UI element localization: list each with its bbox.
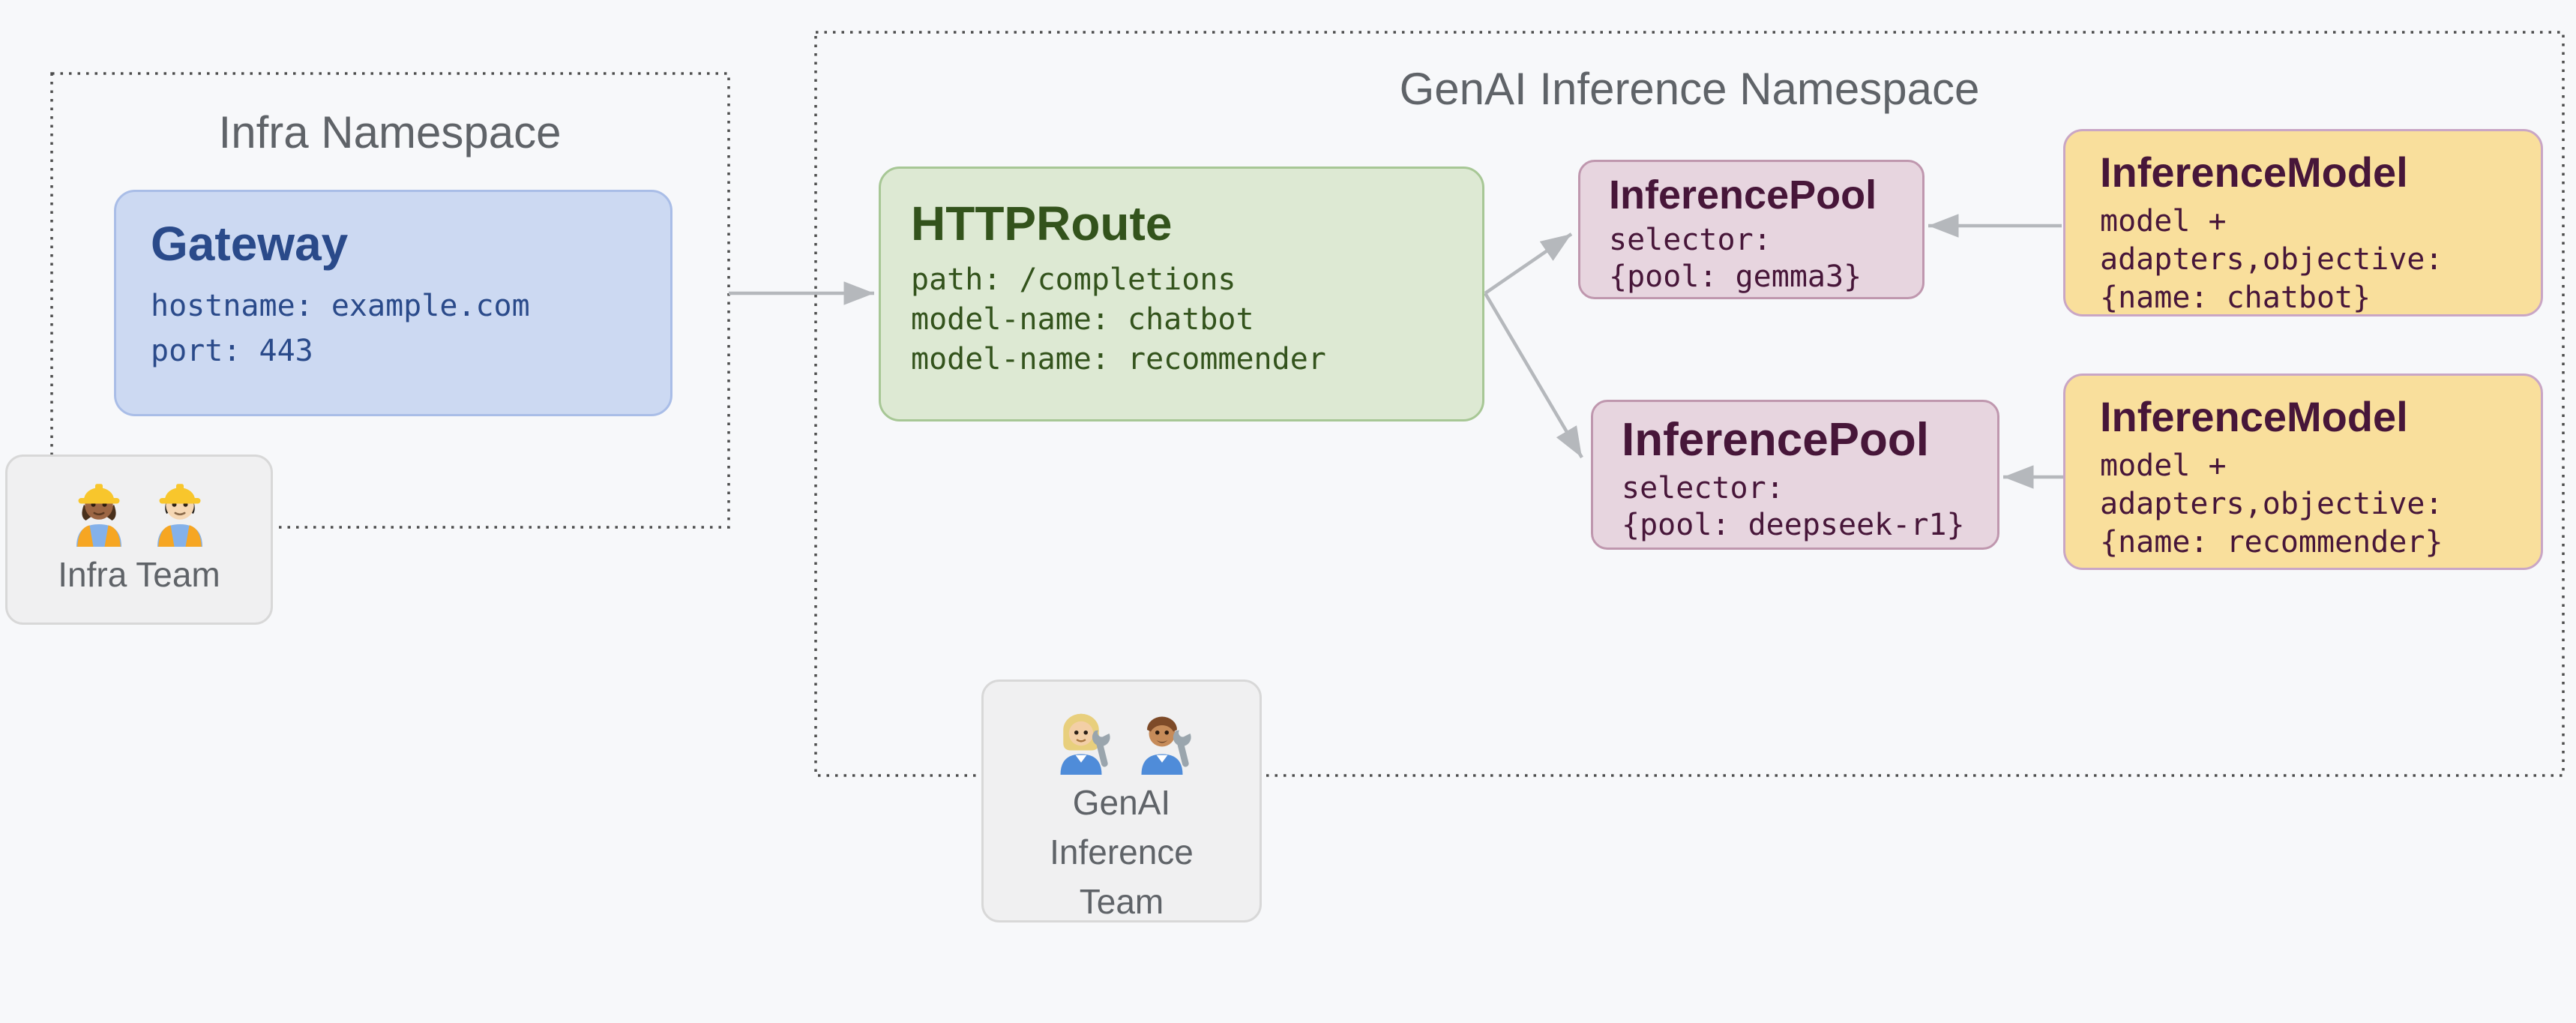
infra-namespace-title: Infra Namespace [218, 107, 562, 158]
infra-team-icons [61, 472, 217, 547]
gateway-port-line: port: 443 [151, 333, 313, 368]
model-name-line: {name: chatbot} [2100, 280, 2371, 315]
edge-httproute-to-pool-gemma3 [1484, 232, 1573, 295]
model-adapters-line: adapters,objective: [2100, 486, 2443, 521]
httproute-path-line: path: /completions [911, 262, 1236, 297]
man-construction-worker-icon [157, 484, 202, 547]
inference-pool-deepseek-node: InferencePool selector: {pool: deepseek-… [1591, 400, 1999, 550]
model-name-line: {name: recommender} [2100, 524, 2443, 560]
genai-team-label-line: Inference [1050, 832, 1194, 872]
model-line: model + [2100, 203, 2227, 238]
model-line: model + [2100, 448, 2227, 483]
man-mechanic-icon [1141, 716, 1191, 775]
edge-httproute-to-pool-deepseek [1484, 292, 1583, 459]
genai-team-label-line: GenAI [1072, 783, 1171, 822]
pool-selector-line: selector: [1622, 471, 1784, 506]
infra-team-label: Infra Team [58, 555, 220, 594]
pool-selector-value-line: {pool: gemma3} [1609, 260, 1862, 295]
httproute-model-recommender-line: model-name: recommender [911, 341, 1326, 376]
woman-construction-worker-icon [76, 484, 121, 547]
inference-model-chatbot-node: InferenceModel model + adapters,objectiv… [2063, 129, 2543, 316]
inference-model-recommender-node: InferenceModel model + adapters,objectiv… [2063, 374, 2543, 570]
gateway-hostname-line: hostname: example.com [151, 288, 530, 323]
infra-namespace-border [50, 72, 730, 529]
inference-model-title: InferenceModel [2100, 148, 2408, 196]
infra-team-card: Infra Team [5, 454, 273, 625]
pool-selector-line: selector: [1609, 223, 1772, 258]
gateway-node: Gateway hostname: example.com port: 443 [114, 190, 672, 416]
pool-selector-value-line: {pool: deepseek-r1} [1622, 508, 1965, 543]
genai-namespace-title: GenAI Inference Namespace [1399, 64, 1980, 114]
genai-inference-team-card: GenAI Inference Team [981, 680, 1262, 922]
httproute-node: HTTPRoute path: /completions model-name:… [879, 166, 1484, 422]
woman-mechanic-icon [1060, 713, 1110, 775]
inference-pool-gemma3-node: InferencePool selector: {pool: gemma3} [1578, 160, 1925, 299]
gateway-title: Gateway [151, 217, 349, 271]
inference-model-title: InferenceModel [2100, 393, 2408, 440]
genai-team-label-line: Team [1079, 882, 1164, 921]
httproute-title: HTTPRoute [911, 196, 1173, 250]
genai-namespace-border [814, 31, 2565, 777]
inference-pool-title: InferencePool [1622, 414, 1929, 466]
genai-team-icons [1044, 700, 1200, 775]
httproute-model-chatbot-line: model-name: chatbot [911, 302, 1254, 337]
model-adapters-line: adapters,objective: [2100, 242, 2443, 277]
inference-pool-title: InferencePool [1609, 172, 1877, 218]
